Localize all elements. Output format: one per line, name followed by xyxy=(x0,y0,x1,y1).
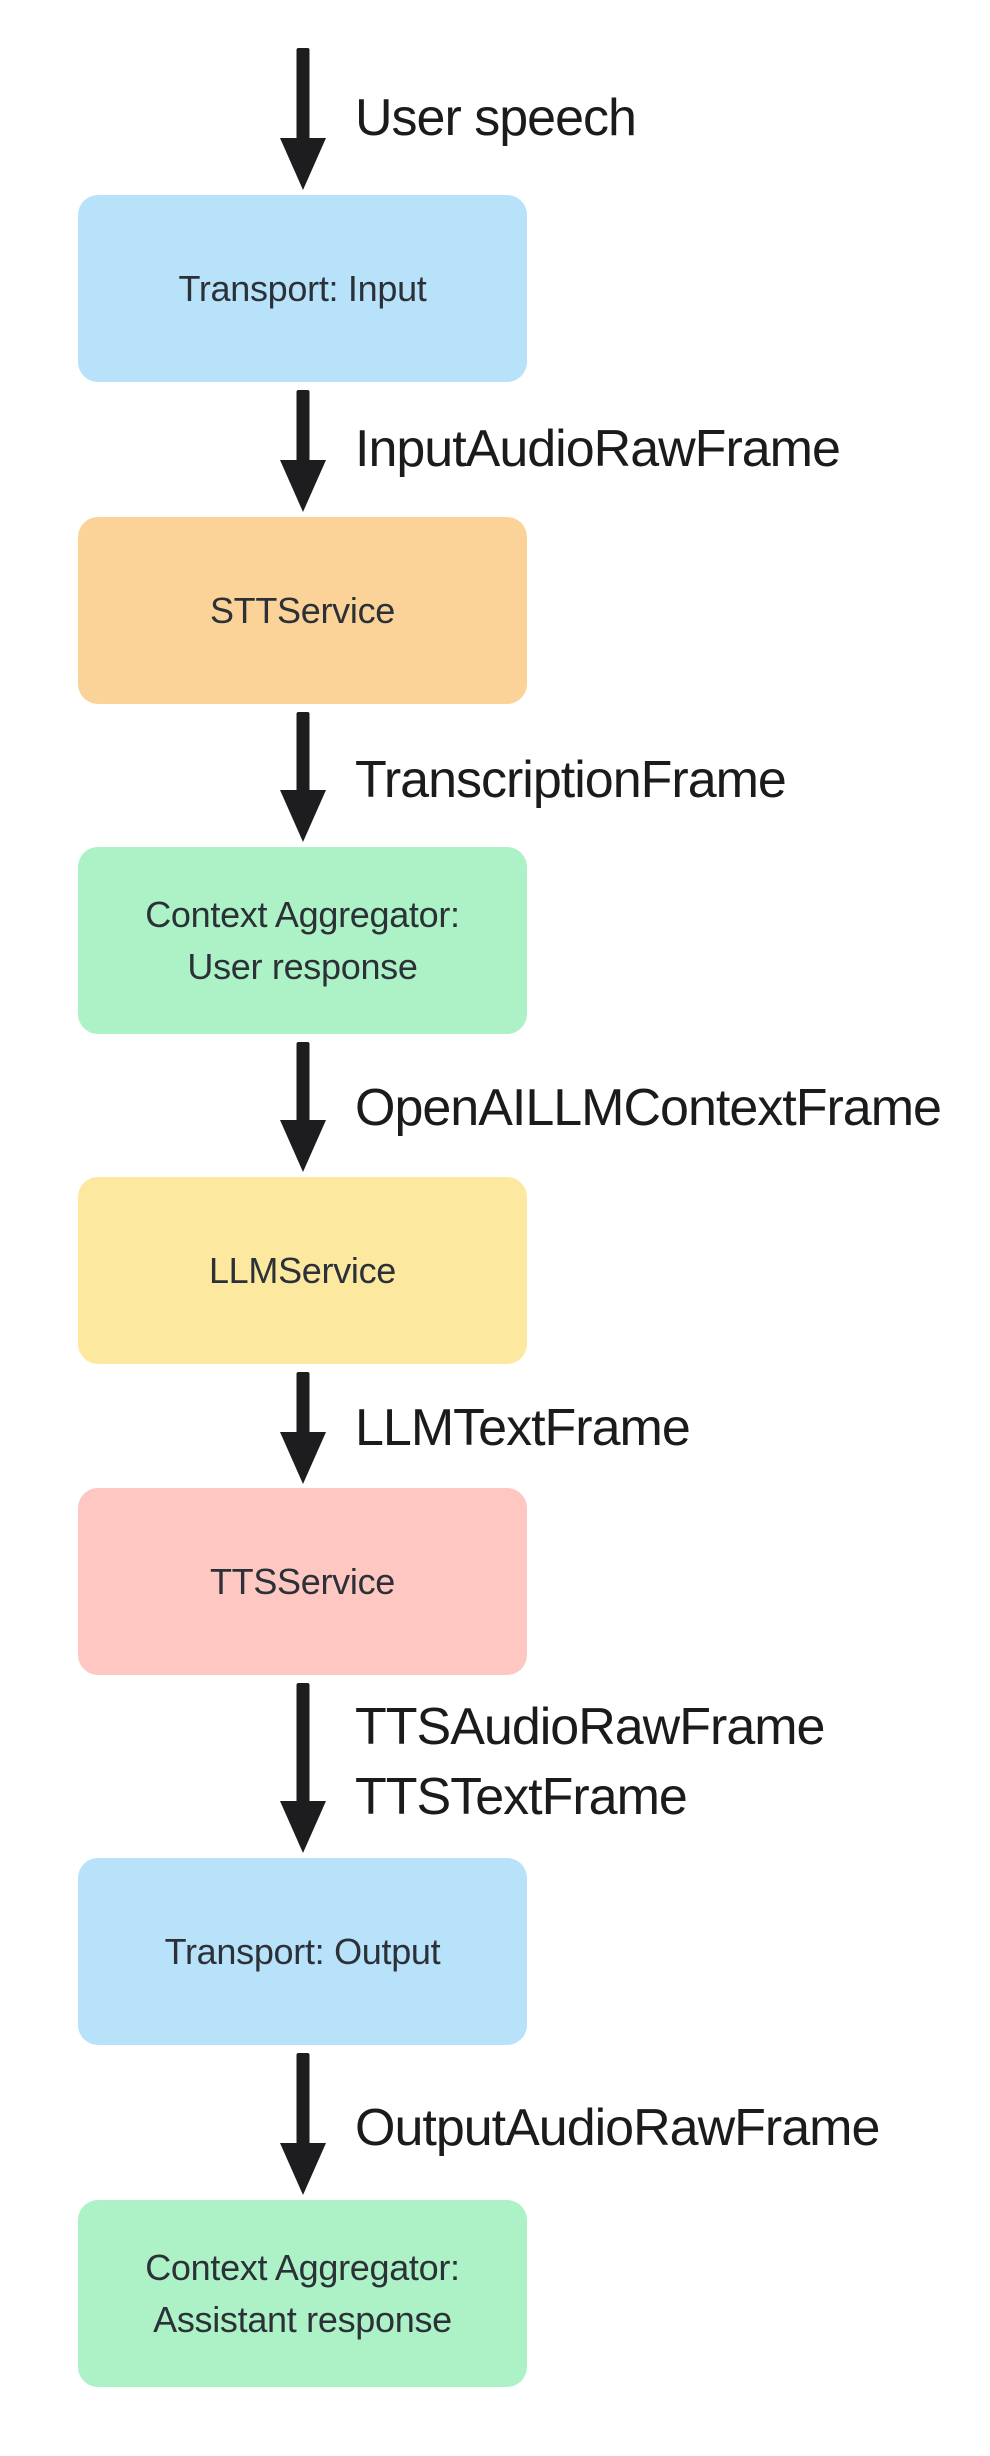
arrow-shaft xyxy=(296,712,310,798)
arrow-head-icon xyxy=(280,790,326,842)
arrow-shaft xyxy=(296,48,310,146)
arrow-head-icon xyxy=(280,460,326,512)
edge-label-openai-llm-context: OpenAILLMContextFrame xyxy=(355,1079,942,1137)
node-transport-input: Transport: Input xyxy=(78,195,527,382)
node-label: Context Aggregator: xyxy=(145,893,460,935)
arrow-llm-text xyxy=(280,1372,326,1484)
arrow-head-icon xyxy=(280,2143,326,2195)
edge-label-user-speech: User speech xyxy=(355,89,637,147)
node-stt-service: STTService xyxy=(78,517,527,704)
edge-label-tts-frames: TTSAudioRawFrame TTSTextFrame xyxy=(355,1692,825,1832)
edge-label-tts-text: TTSTextFrame xyxy=(355,1768,688,1826)
arrow-shaft xyxy=(296,1042,310,1128)
node-context-aggregator-user: Context Aggregator: User response xyxy=(78,847,527,1034)
arrow-transcription xyxy=(280,712,326,842)
arrow-output-audio-raw xyxy=(280,2053,326,2195)
arrow-head-icon xyxy=(280,1801,326,1853)
arrow-shaft xyxy=(296,1372,310,1440)
node-label: Context Aggregator: xyxy=(145,2246,460,2288)
arrow-openai-llm-context xyxy=(280,1042,326,1172)
arrow-user-speech xyxy=(280,48,326,190)
edge-label-input-audio-raw: InputAudioRawFrame xyxy=(355,420,841,478)
edge-label-llm-text: LLMTextFrame xyxy=(355,1399,691,1457)
edge-label-tts-audio-raw: TTSAudioRawFrame xyxy=(355,1698,825,1756)
arrow-head-icon xyxy=(280,1432,326,1484)
node-label: STTService xyxy=(209,589,396,631)
arrow-shaft xyxy=(296,2053,310,2151)
node-label: LLMService xyxy=(208,1249,397,1291)
arrow-head-icon xyxy=(280,138,326,190)
node-transport-output: Transport: Output xyxy=(78,1858,527,2045)
node-label: TTSService xyxy=(209,1560,396,1602)
arrow-shaft xyxy=(296,390,310,468)
node-tts-service: TTSService xyxy=(78,1488,527,1675)
arrow-shaft xyxy=(296,1683,310,1809)
node-context-aggregator-assistant: Context Aggregator: Assistant response xyxy=(78,2200,527,2387)
arrow-tts-audio-raw xyxy=(280,1683,326,1853)
node-label: Transport: Input xyxy=(178,267,427,309)
edge-label-transcription: TranscriptionFrame xyxy=(355,751,787,809)
node-label-line2: User response xyxy=(187,945,418,987)
node-llm-service: LLMService xyxy=(78,1177,527,1364)
node-label-line2: Assistant response xyxy=(153,2298,452,2340)
arrow-input-audio-raw xyxy=(280,390,326,512)
arrow-head-icon xyxy=(280,1120,326,1172)
node-label: Transport: Output xyxy=(164,1930,441,1972)
edge-label-output-audio-raw: OutputAudioRawFrame xyxy=(355,2099,880,2157)
